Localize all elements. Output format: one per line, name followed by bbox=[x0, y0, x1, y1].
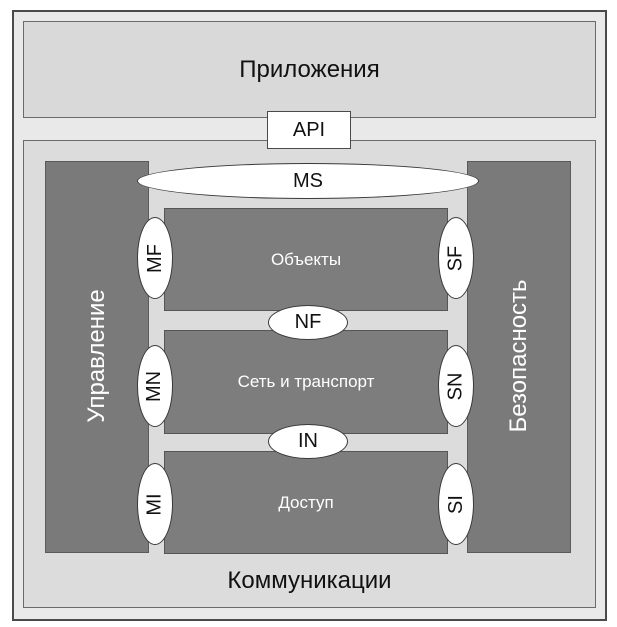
access-layer: Доступ bbox=[164, 451, 448, 554]
applications-label: Приложения bbox=[239, 55, 380, 83]
objects-layer-label: Объекты bbox=[270, 249, 342, 269]
interface-mi-label: MI bbox=[143, 492, 166, 516]
interface-mn-label: MN bbox=[143, 370, 166, 402]
interface-mf-label: MF bbox=[143, 243, 166, 273]
interface-mn-ellipse: MN bbox=[137, 345, 173, 427]
interface-in-ellipse: IN bbox=[268, 424, 348, 459]
interface-sf-ellipse: SF bbox=[438, 217, 474, 299]
interface-nf-ellipse: NF bbox=[268, 305, 348, 340]
interface-ms-ellipse: MS bbox=[137, 163, 479, 199]
interface-sf-label: SF bbox=[444, 245, 467, 271]
management-label: Управление bbox=[83, 289, 110, 423]
network-transport-layer: Сеть и транспорт bbox=[164, 330, 448, 434]
access-layer-label: Доступ bbox=[278, 492, 334, 512]
applications-block bbox=[23, 21, 596, 118]
interface-mf-ellipse: MF bbox=[137, 217, 173, 299]
interface-nf-label: NF bbox=[294, 311, 322, 333]
interface-in-label: IN bbox=[298, 430, 318, 452]
communications-label: Коммуникации bbox=[227, 567, 392, 594]
network-transport-layer-label: Сеть и транспорт bbox=[237, 372, 375, 391]
interface-ms-label: MS bbox=[293, 169, 323, 192]
api-box: API bbox=[267, 111, 351, 149]
interface-si-ellipse: SI bbox=[438, 463, 474, 545]
interface-si-label: SI bbox=[444, 494, 467, 514]
interface-mi-ellipse: MI bbox=[137, 463, 173, 545]
interface-sn-ellipse: SN bbox=[438, 345, 474, 427]
objects-layer: Объекты bbox=[164, 208, 448, 311]
security-label: Безопасность bbox=[505, 279, 532, 433]
interface-sn-label: SN bbox=[444, 372, 467, 400]
